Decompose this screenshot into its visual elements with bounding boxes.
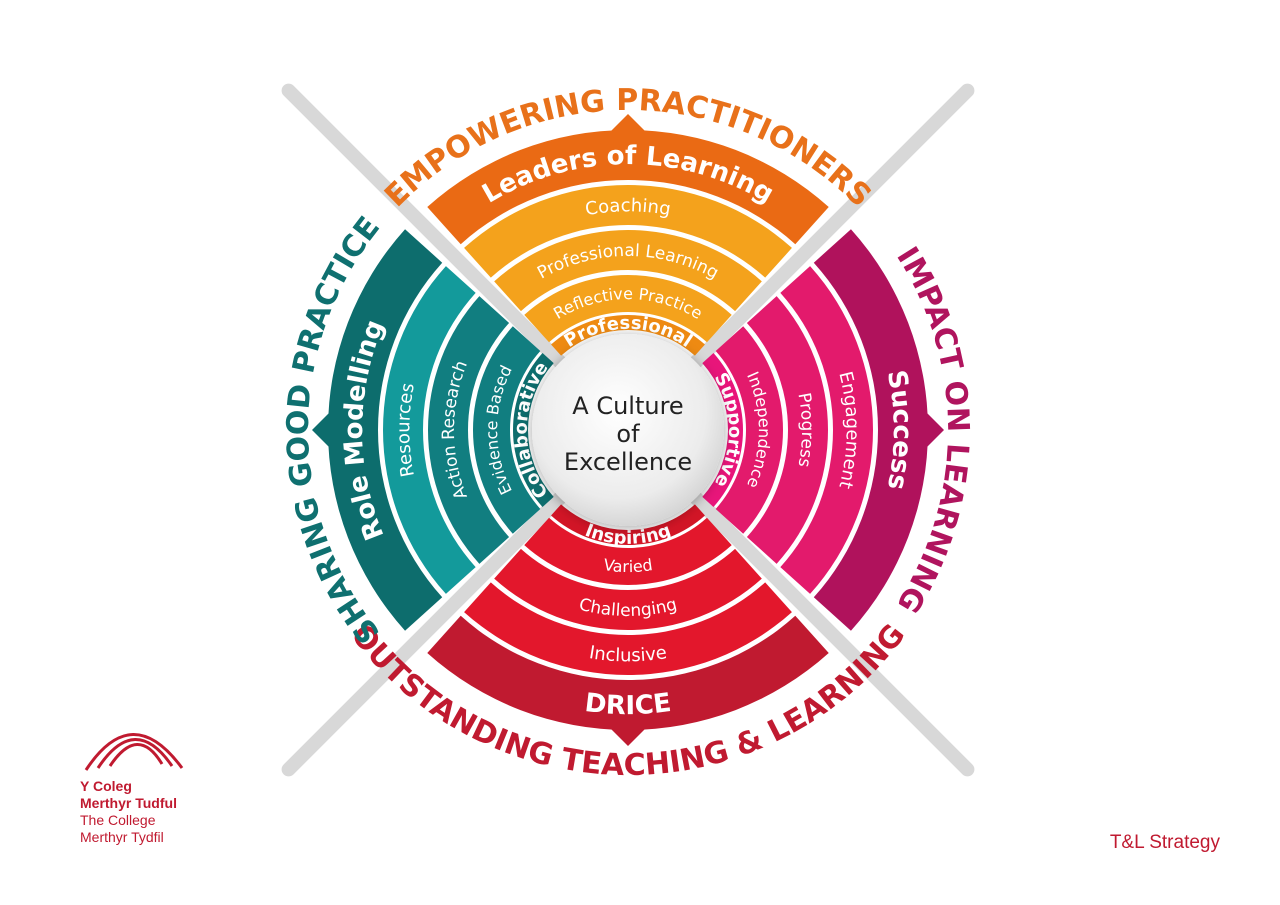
logo-line-1: Y Coleg <box>80 778 132 794</box>
left-ring-3 <box>428 296 510 564</box>
college-logo-text: Y Coleg Merthyr Tudful The College Merth… <box>80 778 280 846</box>
top-ring-1 <box>427 129 829 245</box>
right-pointer-icon <box>926 412 944 448</box>
bottom-ring-5 <box>551 504 705 545</box>
left-ring-4 <box>473 326 541 534</box>
center-line-3: Excellence <box>564 448 692 476</box>
left-ring-1 <box>327 229 443 631</box>
right-ring-3 <box>746 296 828 564</box>
right-ring-1 <box>813 229 928 631</box>
top-ring-4 <box>524 274 732 343</box>
ring-segments <box>312 114 944 746</box>
bottom-ring-1-label: DRICE <box>583 688 673 721</box>
center-line-1: A Culture <box>572 392 683 420</box>
bottom-ring-4 <box>524 517 732 586</box>
bottom-pointer-icon <box>610 728 646 746</box>
bottom-ring-4-label: Varied <box>602 555 653 576</box>
center-circle: A Culture of Excellence <box>532 334 724 526</box>
bottom-ring-1 <box>427 615 829 730</box>
logo-line-3: The College <box>80 812 156 828</box>
left-pointer-icon <box>312 412 330 448</box>
footer-strategy-label: T&L Strategy <box>1109 832 1220 853</box>
right-ring-4 <box>715 326 784 534</box>
logo-line-2: Merthyr Tudful <box>80 795 177 811</box>
right-ring-2 <box>780 266 873 594</box>
bottom-ring-3 <box>494 548 762 631</box>
left-ring-2 <box>383 266 476 594</box>
logo-line-4: Merthyr Tydfil <box>80 829 164 845</box>
top-ring-3 <box>494 230 762 312</box>
top-ring-5 <box>551 315 705 356</box>
left-ring-5 <box>513 353 554 507</box>
right-ring-5 <box>702 353 743 507</box>
bottom-ring-2 <box>464 582 792 676</box>
top-ring-2-label: Coaching <box>584 195 673 220</box>
bottom-ring-2-label: Inclusive <box>588 642 668 666</box>
top-pointer-icon <box>610 114 646 132</box>
top-ring-2 <box>464 184 792 278</box>
college-logo-icon <box>84 733 184 771</box>
center-line-2: of <box>616 420 640 448</box>
